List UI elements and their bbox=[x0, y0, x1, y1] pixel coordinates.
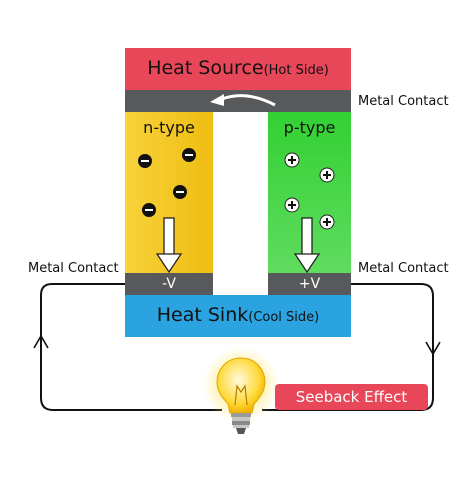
circuit-wire bbox=[40, 283, 222, 411]
seeback-effect-badge bbox=[275, 384, 428, 410]
seeback-effect-label: Seeback Effect bbox=[295, 388, 408, 406]
electron-icon bbox=[138, 154, 152, 168]
heat-sink-block bbox=[125, 295, 351, 337]
heat-source-main: Heat Source bbox=[147, 57, 264, 79]
electron-icon bbox=[182, 148, 196, 162]
n-type-label: n-type bbox=[143, 118, 195, 137]
current-up-chevron-icon bbox=[33, 334, 49, 349]
metal-contact-label-top: Metal Contact bbox=[358, 94, 449, 109]
p-terminal-label: +V bbox=[298, 276, 321, 292]
top-metal-contact bbox=[125, 90, 351, 112]
heat-sink-title: Heat Sink(Cool Side) bbox=[125, 304, 351, 326]
heat-flow-arrowhead bbox=[210, 94, 224, 106]
electron-icon bbox=[173, 185, 187, 199]
heat-source-block bbox=[125, 48, 351, 90]
n-terminal-label: -V bbox=[162, 276, 176, 292]
electron-icon bbox=[142, 203, 156, 217]
hole-icon bbox=[284, 197, 300, 213]
hole-icon bbox=[319, 214, 335, 230]
n-down-arrow-icon bbox=[155, 217, 183, 274]
hole-icon bbox=[319, 167, 335, 183]
metal-contact-label-left: Metal Contact bbox=[28, 261, 119, 276]
current-down-chevron-icon bbox=[425, 341, 441, 356]
heat-sink-sub: (Cool Side) bbox=[248, 310, 320, 325]
heat-source-title: Heat Source(Hot Side) bbox=[125, 57, 351, 79]
p-type-label: p-type bbox=[283, 118, 336, 137]
p-bottom-contact bbox=[268, 273, 351, 295]
hole-icon bbox=[284, 152, 300, 168]
heat-flow-arrow-icon bbox=[221, 94, 276, 107]
p-down-arrow-icon bbox=[293, 217, 321, 274]
heat-source-sub: (Hot Side) bbox=[263, 63, 329, 78]
light-bulb-icon bbox=[203, 347, 279, 434]
n-bottom-contact bbox=[125, 273, 213, 295]
heat-sink-main: Heat Sink bbox=[156, 304, 249, 326]
metal-contact-label-right: Metal Contact bbox=[358, 261, 449, 276]
